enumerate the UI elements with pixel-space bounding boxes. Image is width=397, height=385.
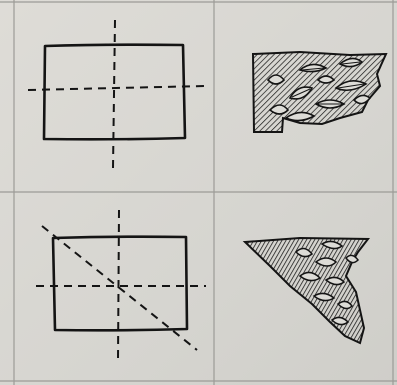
panel-bottom-right — [245, 238, 368, 343]
paper-rectangle-2 — [53, 237, 187, 331]
panel-top-left — [28, 20, 206, 168]
folded-quarter-shape — [253, 52, 386, 132]
vertical-fold-line-2 — [118, 210, 119, 360]
vertical-fold-line — [113, 20, 115, 168]
panel-top-right — [253, 52, 386, 132]
panel-bottom-left — [36, 210, 206, 360]
horizontal-fold-line — [28, 86, 206, 90]
